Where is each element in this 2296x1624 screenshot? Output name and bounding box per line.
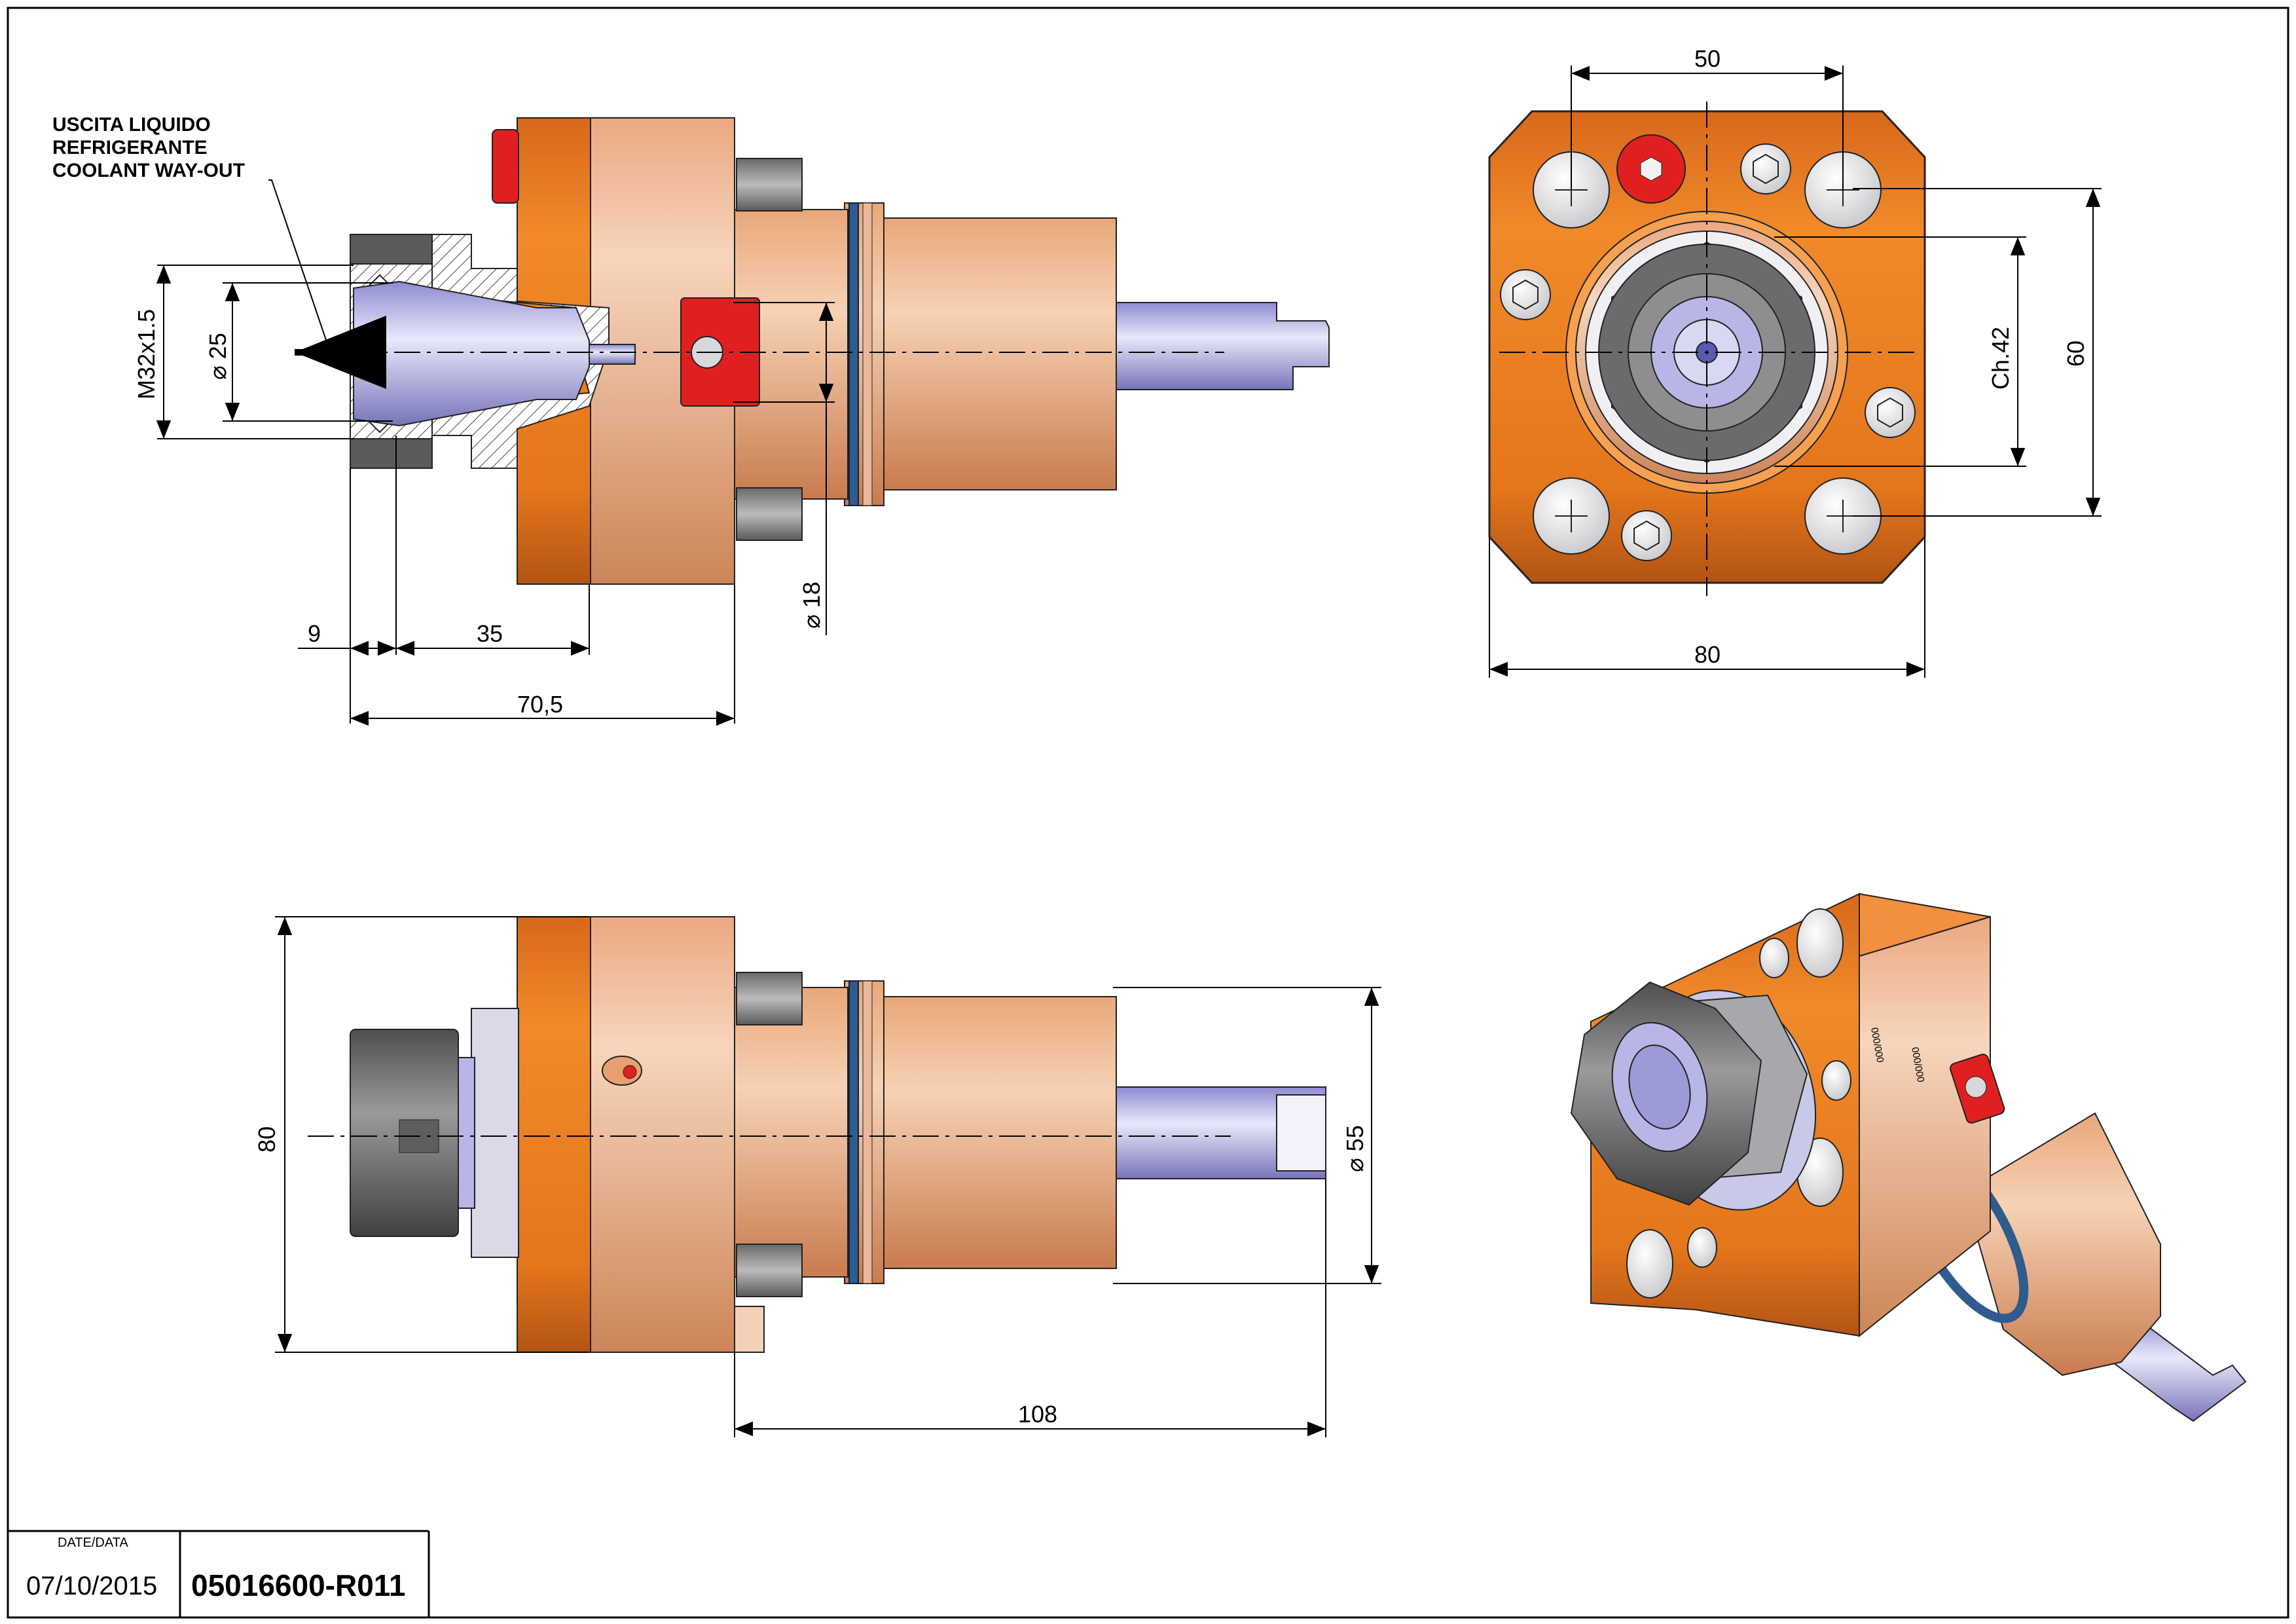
iso-block-side: [1859, 915, 1991, 1338]
dim-thread: M32x1.5: [133, 309, 160, 399]
bottom-stud-bottom: [736, 1244, 803, 1297]
bottom-rear-body: [877, 996, 1117, 1269]
iso-body: [1963, 1112, 2161, 1376]
side-oring: [848, 202, 859, 506]
dim-108: 108: [1018, 1401, 1057, 1428]
front-hex-screw-2: [1500, 269, 1551, 320]
dim-80-front: 80: [1694, 641, 1721, 668]
dim-70-5: 70,5: [517, 691, 563, 718]
bottom-flange-light: [589, 916, 735, 1353]
front-hex-screw-4: [1621, 510, 1672, 561]
bottom-mid-body: [733, 987, 848, 1278]
dim-55: ⌀ 55: [1341, 1125, 1368, 1172]
dim-shank-dia: ⌀ 18: [798, 581, 825, 629]
bottom-stud-top: [736, 972, 803, 1025]
title-date: 07/10/2015: [26, 1572, 157, 1600]
side-red-cap: [492, 129, 519, 204]
front-hex-screw-1: [1740, 143, 1791, 194]
side-shank: [1112, 302, 1330, 390]
dim-collet-dia: ⌀ 25: [204, 333, 231, 380]
dim-9: 9: [308, 620, 321, 647]
front-view: 50 Ch.42 60 80: [1488, 45, 2102, 678]
side-rear-body: [877, 217, 1117, 490]
sheet-border: [7, 7, 2289, 1619]
side-collet: [353, 280, 590, 427]
title-code: 05016600-R011: [191, 1568, 405, 1602]
bottom-oring: [848, 980, 859, 1284]
side-stud-bottom: [736, 487, 803, 541]
note-line1: USCITA LIQUIDO: [52, 114, 211, 136]
note-line3: COOLANT WAY-OUT: [52, 160, 245, 181]
title-block: DATE/DATA 07/10/2015 05016600-R011: [8, 1530, 430, 1617]
bottom-view: 80 ⌀ 55 108: [253, 916, 1381, 1437]
side-view: USCITA LIQUIDO REFRIGERANTE COOLANT WAY-…: [52, 114, 1330, 726]
iso-view: 000/000 000/000: [1570, 893, 2247, 1422]
dim-80-bottom: 80: [253, 1126, 280, 1153]
dim-50: 50: [1694, 45, 1721, 72]
front-hex-screw-3: [1865, 387, 1916, 438]
dim-ch42: Ch.42: [1987, 327, 2014, 390]
side-stud-top: [736, 158, 803, 212]
dim-60: 60: [2062, 341, 2089, 367]
front-red-screw: [1616, 134, 1686, 204]
iso-block-top: [1859, 893, 1991, 957]
dim-35: 35: [477, 620, 503, 647]
front-bolt-bl: [1533, 477, 1610, 555]
bottom-flange: [517, 916, 591, 1353]
title-date-label: DATE/DATA: [58, 1536, 128, 1550]
note-line2: REFRIGERANTE: [52, 137, 208, 158]
